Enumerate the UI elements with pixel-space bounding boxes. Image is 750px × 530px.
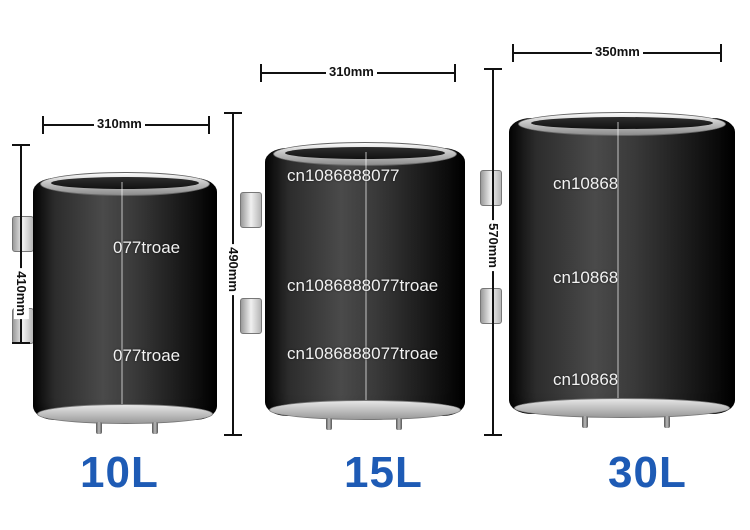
height-label: 570mm bbox=[485, 220, 501, 271]
watermark-text: cn10868 bbox=[553, 370, 619, 389]
watermark-text: cn10868 bbox=[553, 268, 619, 287]
height-label: 410mm bbox=[13, 268, 29, 319]
watermark-text: cn1086888077 bbox=[287, 166, 400, 185]
watermark-text: cn10868 bbox=[553, 174, 619, 193]
capacity-label: 15L bbox=[344, 448, 423, 497]
watermark-text: 077troae bbox=[113, 346, 181, 365]
bracket bbox=[240, 298, 262, 334]
water-heater-15l: cn1086888077 cn1086888077troae cn1086888… bbox=[265, 142, 465, 420]
heater-top-cap bbox=[273, 142, 457, 166]
bracket bbox=[480, 288, 502, 324]
heater-base bbox=[269, 400, 461, 420]
water-heater-10l: 077troae 077troae bbox=[33, 172, 217, 424]
width-label: 350mm bbox=[592, 44, 643, 59]
bracket bbox=[240, 192, 262, 228]
height-label: 490mm bbox=[225, 244, 241, 295]
capacity-label: 10L bbox=[80, 448, 159, 497]
bracket bbox=[12, 216, 34, 252]
heater-base bbox=[36, 404, 214, 424]
bracket bbox=[480, 170, 502, 206]
height-dimension-line bbox=[12, 144, 30, 344]
width-label: 310mm bbox=[326, 64, 377, 79]
watermark-text: cn1086888077troae bbox=[287, 276, 439, 295]
capacity-label: 30L bbox=[608, 448, 687, 497]
heater-base bbox=[513, 398, 731, 418]
watermark-text: cn1086888077troae bbox=[287, 344, 439, 363]
water-heater-30l: cn10868 cn10868 cn10868 bbox=[509, 112, 735, 418]
watermark-text: 077troae bbox=[113, 238, 181, 257]
width-label: 310mm bbox=[94, 116, 145, 131]
heater-top-cap bbox=[518, 112, 726, 136]
heater-top-cap bbox=[40, 172, 210, 196]
